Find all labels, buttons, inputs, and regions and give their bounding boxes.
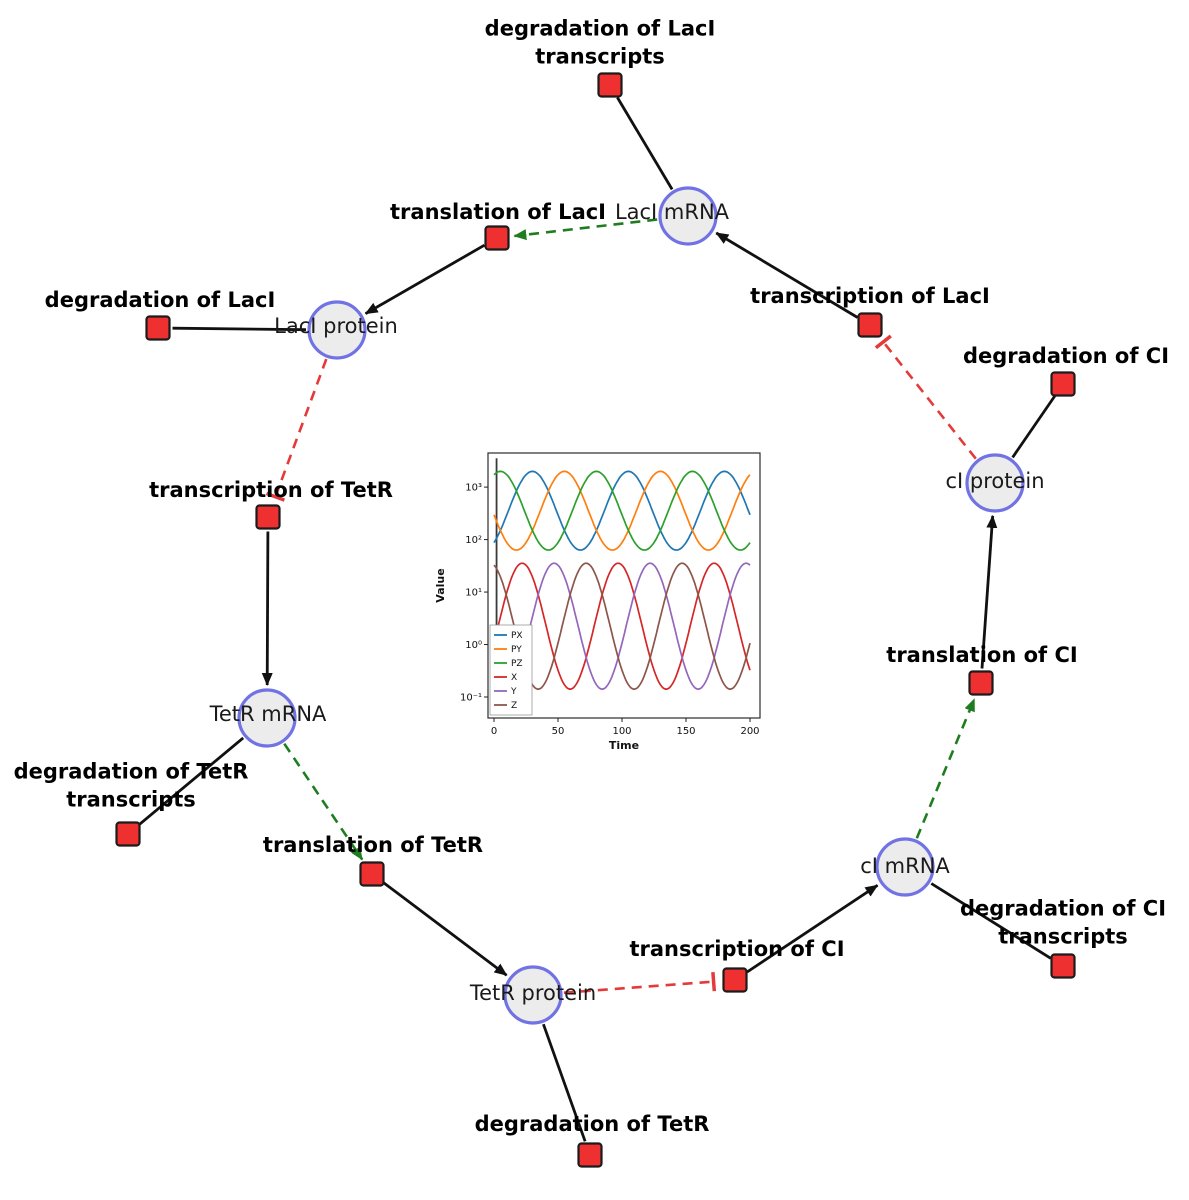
y-tick-label: 10³ <box>465 483 482 494</box>
consumption-edge <box>1011 395 1056 459</box>
series-line-Z <box>493 562 751 690</box>
reaction-node-deg_tetr[interactable] <box>577 1142 603 1168</box>
catalysis-edge <box>283 742 364 861</box>
inhibition-bar <box>874 334 892 350</box>
inhibition-edge <box>274 358 328 498</box>
consumption-edge <box>616 96 674 191</box>
consumption-edge <box>172 326 307 332</box>
catalysis-edge <box>915 698 976 839</box>
x-axis-label: Time <box>609 739 639 752</box>
reaction-node-deg_laci[interactable] <box>145 315 171 341</box>
y-tick-label: 10⁻¹ <box>460 693 482 704</box>
legend-label: Z <box>511 701 517 711</box>
reaction-node-deg_ci[interactable] <box>1050 371 1076 397</box>
legend-label: Y <box>510 687 517 697</box>
y-tick-label: 10² <box>465 535 482 546</box>
reaction-node-tc_ci[interactable] <box>722 967 748 993</box>
catalysis-edge <box>513 218 658 241</box>
inhibition-edge <box>563 980 714 994</box>
chart-frame <box>487 452 761 719</box>
species-node-ci_protein[interactable] <box>965 453 1025 513</box>
production-edge <box>746 884 879 974</box>
legend-label: PX <box>511 631 523 641</box>
inhibition-edge <box>882 341 977 460</box>
series-line-Y <box>493 562 751 690</box>
nodes-layer <box>115 72 1076 1168</box>
consumption-edge <box>138 736 245 826</box>
reaction-node-deg_tetr_tx[interactable] <box>115 821 141 847</box>
production-edge <box>364 243 486 315</box>
series-line-X <box>493 562 751 690</box>
reaction-node-transl_laci[interactable] <box>484 225 510 251</box>
legend-label: PY <box>511 645 522 655</box>
legend-label: X <box>511 673 517 683</box>
reaction-node-tc_tetr[interactable] <box>255 504 281 530</box>
y-axis-label: Value <box>434 568 447 602</box>
x-tick-label: 150 <box>676 726 695 737</box>
species-node-laci_protein[interactable] <box>307 300 367 360</box>
series-line-PZ <box>493 470 751 551</box>
consumption-edge <box>930 882 1052 960</box>
consumption-edge <box>542 1023 587 1142</box>
x-tick-label: 50 <box>552 726 565 737</box>
production-edge <box>980 514 998 669</box>
legend-label: PZ <box>511 659 523 669</box>
species-node-ci_mrna[interactable] <box>875 837 935 897</box>
species-node-tetr_protein[interactable] <box>503 965 563 1025</box>
series-line-PY <box>493 470 751 551</box>
y-tick-label: 10¹ <box>465 588 482 599</box>
legend-box <box>489 624 533 716</box>
series-line-PX <box>493 470 751 551</box>
x-tick-label: 200 <box>740 726 759 737</box>
reaction-node-tc_laci[interactable] <box>857 312 883 338</box>
inhibition-bar <box>265 491 286 502</box>
reaction-node-transl_tetr[interactable] <box>359 861 385 887</box>
production-edge <box>261 531 273 686</box>
species-node-tetr_mrna[interactable] <box>237 688 297 748</box>
production-edge <box>382 881 508 977</box>
reaction-node-deg_ci_tx[interactable] <box>1050 953 1076 979</box>
species-node-laci_mrna[interactable] <box>658 186 718 246</box>
x-tick-label: 0 <box>491 726 497 737</box>
inhibition-bar <box>711 971 717 992</box>
production-edge <box>715 231 859 319</box>
edges-layer <box>138 96 1056 1142</box>
reaction-node-deg_laci_tx[interactable] <box>597 72 623 98</box>
x-tick-label: 100 <box>612 726 631 737</box>
reaction-node-transl_ci[interactable] <box>968 670 994 696</box>
y-tick-label: 10⁰ <box>465 640 482 651</box>
